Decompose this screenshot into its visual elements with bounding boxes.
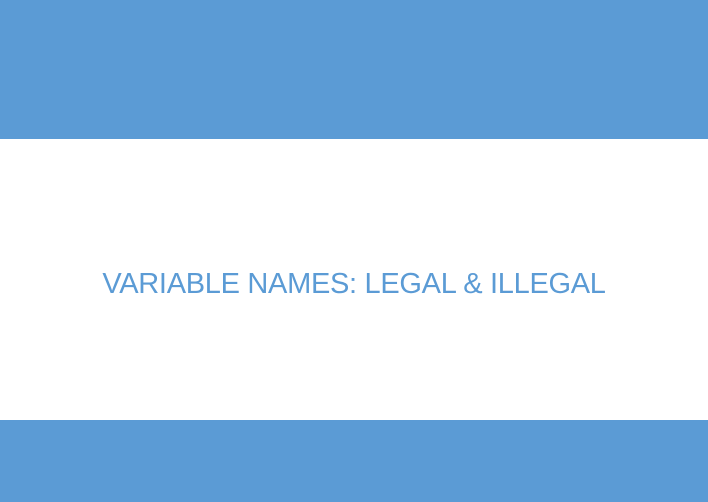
- slide-title: VARIABLE NAMES: LEGAL & ILLEGAL: [102, 268, 606, 300]
- top-accent-band: [0, 0, 708, 139]
- bottom-accent-band: [0, 420, 708, 502]
